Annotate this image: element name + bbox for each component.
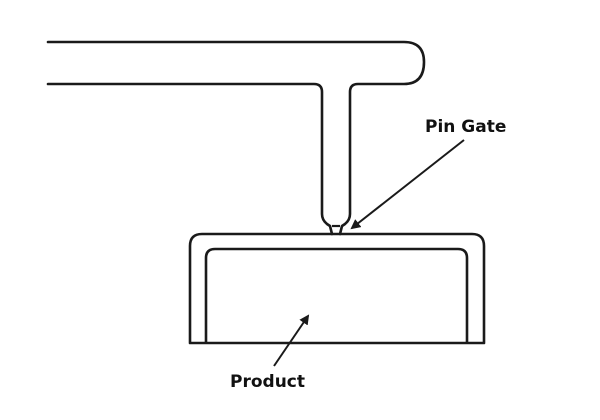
pin-gate-leader-arrow — [350, 139, 465, 230]
product-leader-arrow — [273, 314, 310, 367]
pin-gate-label: Pin Gate — [425, 117, 507, 137]
runner-outline — [46, 40, 426, 236]
product-inner-wall — [204, 247, 469, 343]
product-label: Product — [230, 372, 305, 392]
product-outer-shell — [188, 232, 486, 345]
